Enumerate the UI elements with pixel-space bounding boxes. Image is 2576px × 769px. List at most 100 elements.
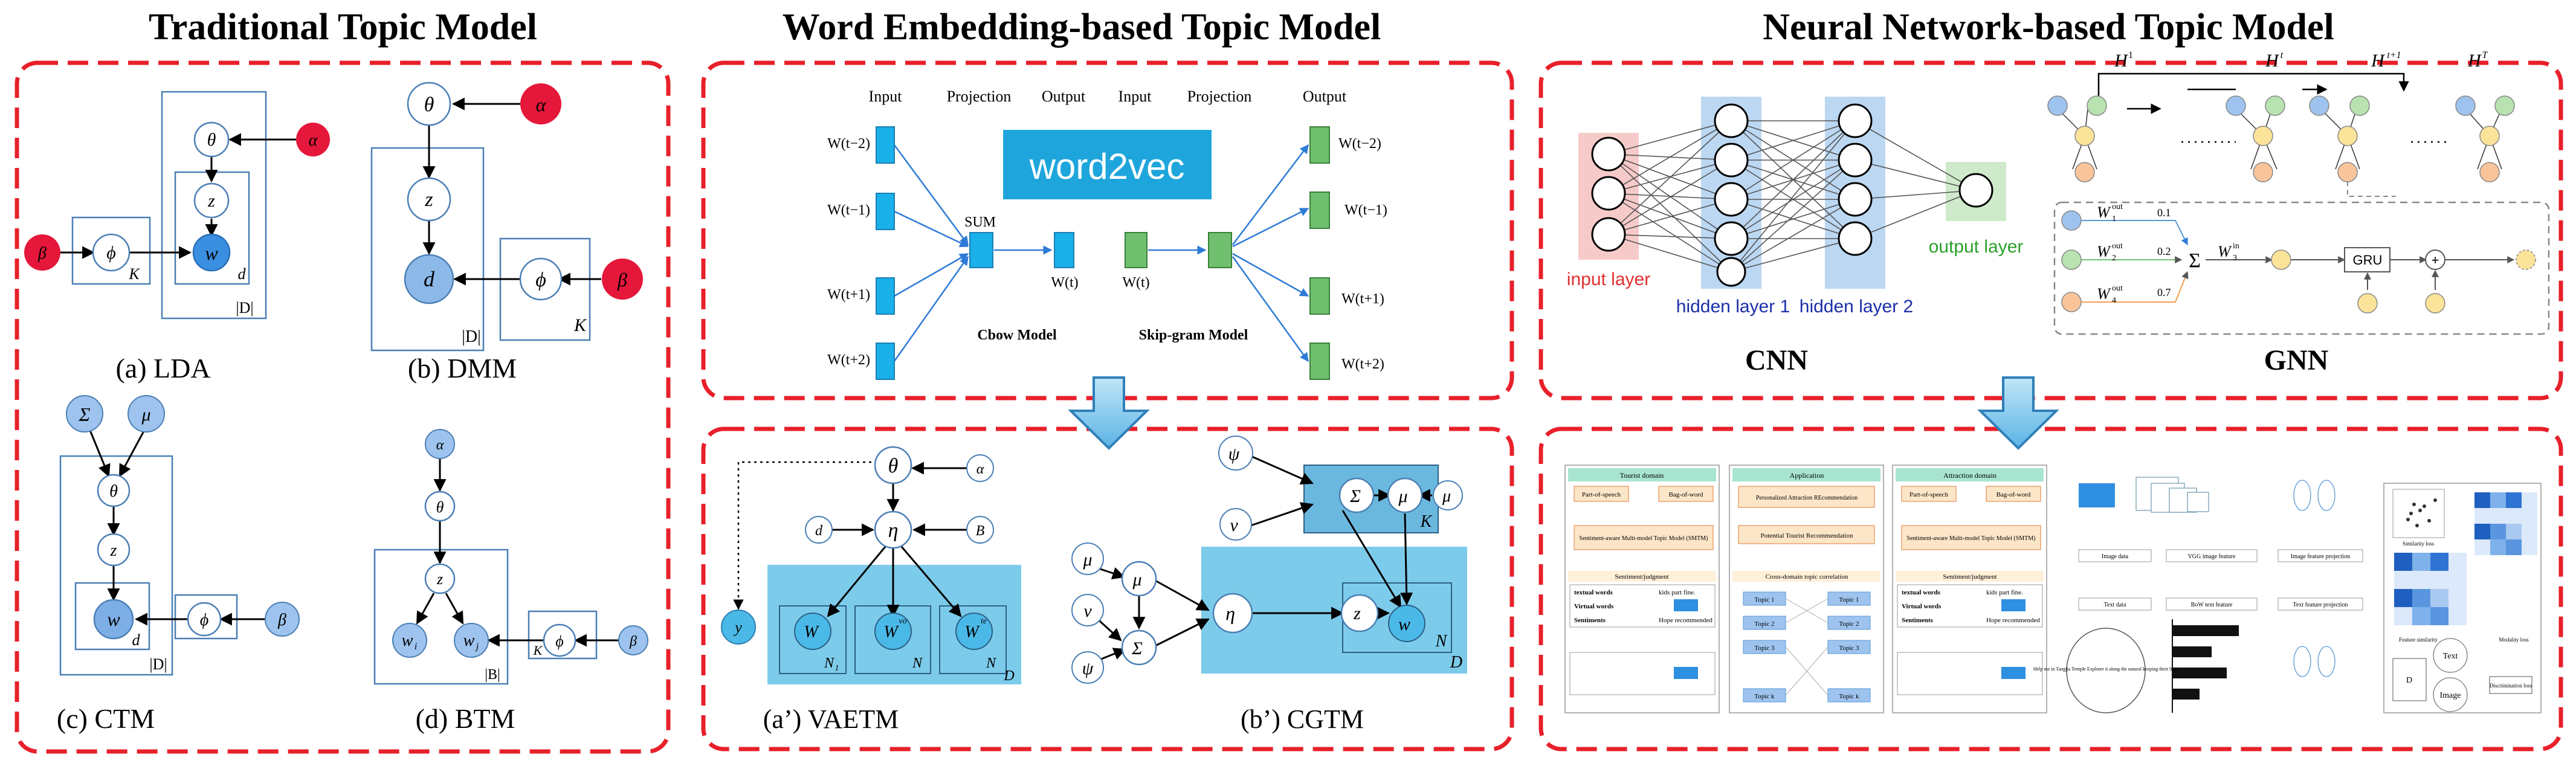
btm-theta: θ: [436, 498, 444, 516]
app-cell-1a: kids part fine.: [1659, 589, 1696, 596]
dmm-caption: (b) DMM: [408, 353, 517, 384]
cgtm-sigma-k: Σ: [1349, 486, 1361, 506]
app-topic-3a: Topic 3: [1754, 645, 1775, 652]
cgtm-mu0: μ: [1442, 487, 1451, 506]
cgtm-mu-k: μ: [1398, 486, 1407, 506]
app-topic-1a: Topic 1: [1754, 596, 1774, 603]
vaetm-B: B: [976, 523, 985, 539]
gnn-H1-sup: 1: [2128, 50, 2133, 60]
vaetm-D: D: [1003, 668, 1014, 684]
gnn-w4: W: [2097, 285, 2111, 303]
gnn-HT-sup: T: [2482, 50, 2488, 60]
cgtm-K: K: [1420, 512, 1433, 531]
gnn-Ht-sup: t: [2281, 50, 2284, 60]
btm-alpha: α: [436, 437, 444, 453]
cgtm-z-dn: z: [1353, 603, 1361, 623]
panel-traditional: [15, 60, 671, 754]
gnn-diagram: H 1 H t H t+1 H T: [2047, 50, 2550, 376]
panel-attraction: [1892, 465, 2047, 713]
gnn-w2-sup: out: [2112, 242, 2123, 251]
lda-d: d: [238, 265, 247, 283]
cgtm-caption: (b’) CGTM: [1241, 704, 1364, 734]
panel-borders: [15, 60, 2563, 754]
mm-sim-loss: Similarity loss: [2403, 541, 2435, 547]
dmm-z: z: [424, 188, 433, 211]
cgtm-D: D: [1450, 653, 1462, 672]
ctm-D: |D|: [149, 655, 167, 673]
app-row-3a: Sentiments: [1574, 617, 1606, 624]
app-smtm-2: Sentiment-aware Multi-model Topic Model …: [1907, 535, 2036, 542]
mm-D: D: [2406, 676, 2412, 685]
lda-D: |D|: [236, 299, 253, 317]
lda-w: w: [205, 242, 218, 264]
vaetm-w3-sup: te: [981, 617, 987, 626]
cgtm-w-dn: w: [1398, 614, 1410, 634]
app-row-2b: Virtual words: [1902, 603, 1942, 610]
gnn-val-07: 0.7: [2157, 286, 2171, 298]
cgtm-nu0: ν: [1230, 515, 1238, 535]
dmm-beta: β: [617, 269, 627, 291]
btm-wj-sub: j: [475, 642, 479, 652]
gnn-w1: W: [2097, 204, 2111, 221]
app-bow-1: Bag-of-word: [1669, 491, 1703, 498]
word2vec-logo-text: word2vec: [1029, 146, 1185, 187]
gnn-plus: +: [2432, 253, 2439, 268]
vaetm-N1: N: [824, 655, 835, 671]
gnn-gru: GRU: [2353, 253, 2383, 268]
skip-output-2: W(t−1): [1344, 202, 1387, 218]
application-diagram: Tourist domain Application Attraction do…: [1564, 465, 2542, 713]
lda-theta: θ: [207, 130, 216, 150]
cgtm-mu-c: μ: [1132, 570, 1141, 590]
app-panel-title-3: Attraction domain: [1943, 471, 1997, 480]
ctm-d: d: [132, 631, 141, 649]
btm-caption: (d) BTM: [416, 703, 515, 734]
app-judgment-1: Sentiment/judgment: [1615, 573, 1668, 581]
dmm-diagram: θ z d α ϕ β K |D| (b) DMM: [370, 82, 643, 384]
cnn-hidden-layer-1: hidden layer 1: [1676, 297, 1790, 317]
lda-z: z: [207, 191, 215, 211]
skip-header-output: Output: [1303, 88, 1347, 105]
down-arrow-middle: [1068, 376, 1150, 450]
cbow-header-input: Input: [869, 88, 903, 105]
gnn-w3-sup: in: [2233, 242, 2239, 251]
app-cell-1b: kids part fine.: [1986, 589, 2023, 596]
cgtm-psi: ψ: [1082, 658, 1094, 678]
mm-text-data: Text data: [2104, 602, 2126, 608]
dmm-theta: θ: [424, 94, 434, 116]
cnn-hidden-layer-2: hidden layer 2: [1800, 297, 1913, 317]
panel-application: [1538, 426, 2563, 751]
skip-output-1: W(t−2): [1338, 136, 1381, 152]
gnn-Ht1-sup: t+1: [2387, 50, 2401, 60]
app-cross: Cross-domain topic correlation: [1766, 573, 1848, 581]
mm-txt-proj: Text feature projection: [2293, 602, 2348, 608]
app-topic-1b: Topic 1: [1839, 596, 1859, 603]
panel-cnn-gnn: [1538, 60, 2563, 401]
cgtm-eta-d: η: [1225, 602, 1235, 624]
gnn-w1-sub: 1: [2112, 214, 2116, 224]
ctm-phi: ϕ: [200, 611, 209, 629]
app-pos-2: Part-of-speech: [1909, 491, 1949, 498]
btm-wi-sub: i: [415, 642, 417, 652]
vaetm-eta: η: [888, 520, 899, 542]
app-topic-3b: Topic 3: [1839, 645, 1859, 652]
mm-disc-loss: Discrimination loss: [2490, 683, 2532, 689]
app-topic-kb: Topic k: [1839, 693, 1859, 700]
app-cell-2b: Hope recommended: [1986, 617, 2040, 624]
mm-bow-feat: BoW text feature: [2191, 602, 2233, 608]
mm-modality-loss: Modality loss: [2499, 637, 2529, 643]
app-topic-2b: Topic 2: [1839, 620, 1859, 628]
app-pos-1: Part-of-speech: [1582, 491, 1621, 498]
cgtm-sigma-c: Σ: [1131, 639, 1143, 658]
cbow-input-1: W(t−2): [827, 136, 870, 152]
ctm-theta: θ: [109, 482, 118, 501]
gnn-w3: W: [2218, 243, 2232, 260]
cgtm-N: N: [1435, 632, 1448, 651]
lda-phi: ϕ: [106, 243, 116, 263]
cbow-sum: SUM: [964, 214, 996, 230]
ctm-w: w: [107, 608, 120, 630]
app-smtm-1: Sentiment-aware Multi-model Topic Model …: [1580, 535, 1708, 542]
cnn-input-layer: input layer: [1567, 269, 1650, 289]
panel-application-mid: [1729, 465, 1884, 713]
gnn-val-01: 0.1: [2157, 207, 2171, 219]
